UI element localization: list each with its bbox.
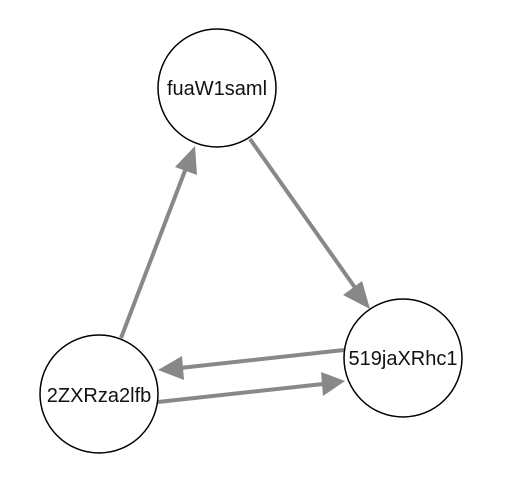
edge-left-to-top[interactable]	[119, 146, 197, 339]
edge-left-to-right-line	[157, 382, 324, 404]
node-519jaxrhc1-circle	[343, 298, 463, 418]
edge-right-to-left-arrowhead	[158, 356, 184, 380]
node-2zxrza2lfb-circle	[39, 334, 159, 454]
edges-layer	[119, 137, 370, 404]
node-fuaw1saml-label: fuaW1saml	[167, 78, 267, 100]
edge-top-to-right[interactable]	[248, 137, 370, 309]
node-fuaw1saml[interactable]: fuaW1saml	[157, 28, 277, 148]
node-519jaxrhc1-label: 519jaXRhc1	[349, 348, 458, 370]
node-2zxrza2lfb[interactable]: 2ZXRza2lfb	[39, 334, 159, 454]
edge-left-to-top-arrowhead	[175, 146, 197, 175]
edge-top-to-right-line	[248, 137, 358, 291]
edge-left-to-right[interactable]	[157, 372, 345, 404]
node-fuaw1saml-circle	[157, 28, 277, 148]
edge-top-to-right-arrowhead	[343, 281, 370, 309]
edge-right-to-left-line	[179, 348, 345, 370]
edge-right-to-left[interactable]	[158, 348, 345, 380]
nodes-layer: fuaW1saml 519jaXRhc1 2ZXRza2lfb	[39, 28, 463, 454]
node-2zxrza2lfb-label: 2ZXRza2lfb	[47, 385, 152, 407]
node-519jaxrhc1[interactable]: 519jaXRhc1	[343, 298, 463, 418]
edge-left-to-right-arrowhead	[321, 372, 345, 396]
edge-left-to-top-line	[119, 167, 188, 339]
